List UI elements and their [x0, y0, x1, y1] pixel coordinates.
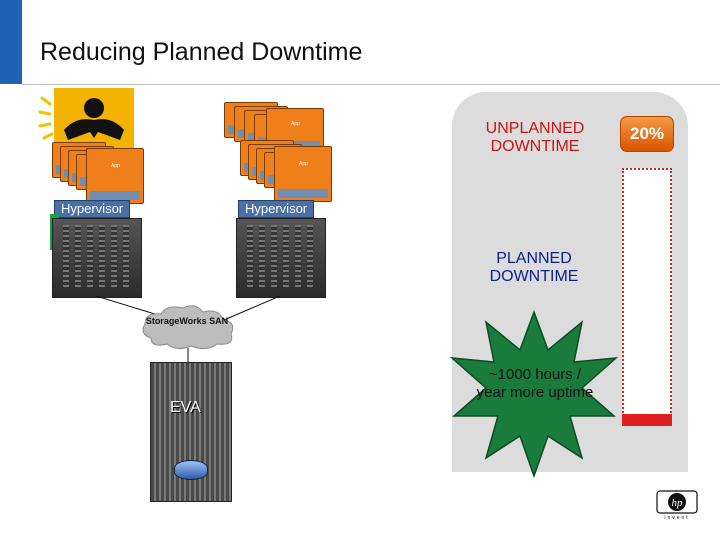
storage-cloud-icon [142, 305, 234, 350]
app-label: App [111, 163, 120, 169]
app-label: App [299, 161, 308, 167]
hypervisor-label-right: Hypervisor [238, 200, 315, 218]
eva-label: EVA [170, 399, 201, 416]
blade-server-right [236, 218, 326, 298]
remaining-downtime-strip [622, 414, 672, 426]
eva-storage-array [150, 362, 232, 502]
uptime-burst-text: ~1000 hours / year more uptime [476, 366, 594, 401]
accent-bar [0, 0, 22, 84]
percent-badge: 20% [620, 116, 674, 152]
title-divider [22, 84, 720, 85]
hp-logo-icon: hp invent [656, 490, 698, 520]
app-label: App [291, 121, 300, 127]
logo-subtext: invent [664, 515, 689, 520]
right-server-stack: App [236, 138, 332, 248]
planned-downtime-bar [622, 168, 672, 424]
blade-server-left [52, 218, 142, 298]
hypervisor-label-left: Hypervisor [54, 200, 131, 218]
logo-text: hp [672, 497, 684, 509]
slide-title: Reducing Planned Downtime [40, 38, 363, 66]
starburst-shape [449, 309, 619, 479]
planned-downtime-label: PLANNED DOWNTIME [489, 250, 579, 285]
storage-label: StorageWorks SAN [145, 316, 229, 326]
disk-icon [174, 460, 208, 480]
unplanned-downtime-label: UNPLANNED DOWNTIME [485, 120, 585, 155]
